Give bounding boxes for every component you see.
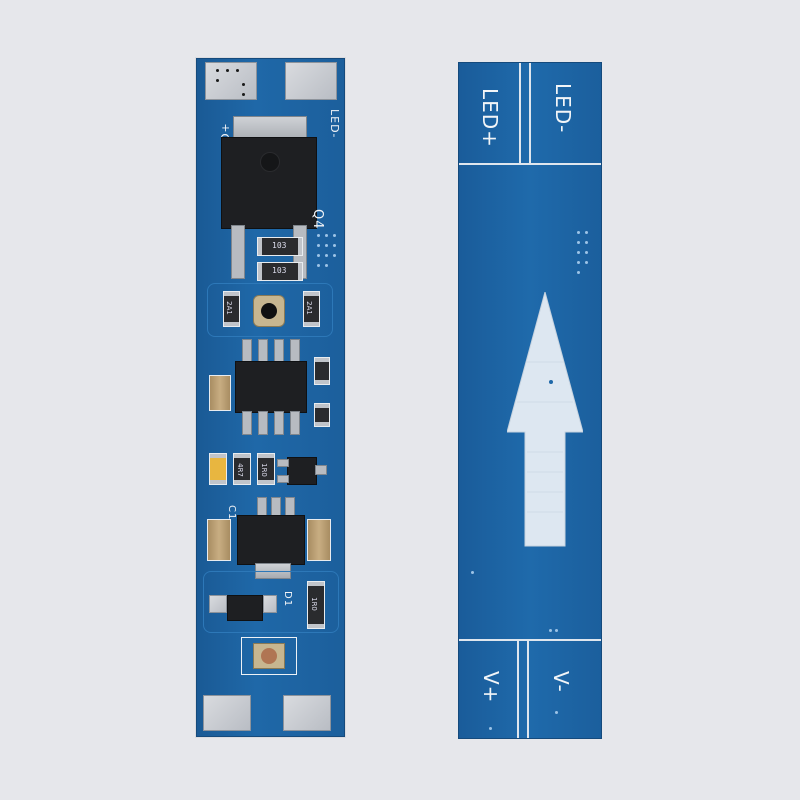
divider-line <box>527 639 529 738</box>
mosfet-leg <box>231 225 245 279</box>
via <box>325 264 328 267</box>
via <box>585 251 588 254</box>
divider-line <box>459 163 601 165</box>
resistor-code: 2A1 <box>224 301 233 315</box>
via <box>577 231 580 234</box>
resistor-code: 2A1 <box>304 301 313 315</box>
ic-pin <box>290 411 300 435</box>
led-indicator <box>209 453 227 485</box>
ic-pin <box>242 411 252 435</box>
via <box>489 727 492 730</box>
back-led-minus-label: LED- <box>551 83 575 134</box>
via <box>325 254 328 257</box>
via <box>325 234 328 237</box>
via <box>577 251 580 254</box>
resistor-r-mid-right: 2A1 <box>303 291 320 327</box>
via <box>325 244 328 247</box>
transistor-round <box>253 295 285 327</box>
trace <box>203 571 339 633</box>
capacitor-c1-left <box>207 519 231 561</box>
sensor-outline <box>241 637 297 675</box>
via <box>317 244 320 247</box>
sensor-component <box>253 643 285 669</box>
sot-pin <box>277 459 289 467</box>
resistor-code: 1R0 <box>309 597 318 611</box>
sot-pin <box>315 465 327 475</box>
diode-d1 <box>227 595 263 621</box>
via <box>333 244 336 247</box>
ic-pin <box>290 339 300 363</box>
capacitor-left-mid <box>209 375 231 411</box>
via <box>585 241 588 244</box>
back-v-plus-label: V+ <box>479 671 503 704</box>
reg-pin <box>285 497 295 517</box>
via <box>577 241 580 244</box>
led-minus-label: LED- <box>328 109 341 139</box>
divider-line <box>517 639 519 738</box>
ic-pin <box>274 411 284 435</box>
ic-pin <box>258 339 268 363</box>
back-led-plus-label: LED+ <box>478 88 502 148</box>
q4-label: Q4 <box>310 209 325 230</box>
resistor-r-top-1: 103 <box>257 237 303 256</box>
trace <box>207 283 333 337</box>
resistor-r-low-2: 1R0 <box>257 453 275 485</box>
resistor-code: 103 <box>272 241 287 250</box>
diode-pad-left <box>209 595 227 613</box>
ic-pin <box>274 339 284 363</box>
via <box>471 571 474 574</box>
v-plus-pad <box>203 695 251 731</box>
sot23-transistor <box>287 457 317 485</box>
via <box>333 254 336 257</box>
ic-pin <box>242 339 252 363</box>
arrow-up-icon <box>507 292 583 547</box>
resistor-r-bottom: 1R0 <box>307 581 325 629</box>
ic-pin <box>258 411 268 435</box>
reg-pin <box>271 497 281 517</box>
via <box>555 711 558 714</box>
resistor-code: 103 <box>272 266 287 275</box>
via <box>333 234 336 237</box>
capacitor-right <box>307 519 331 561</box>
back-v-minus-label: V- <box>549 671 573 693</box>
reg-pin <box>257 497 267 517</box>
d1-label: D1 <box>282 591 293 608</box>
via <box>549 629 552 632</box>
resistor-r-mid-left: 2A1 <box>223 291 240 327</box>
pcb-front-board: LED+ LED- Q4 103 103 2A1 <box>196 58 345 737</box>
resistor-r-top-2: 103 <box>257 262 303 281</box>
divider-line <box>459 639 601 641</box>
via <box>317 264 320 267</box>
via <box>317 254 320 257</box>
via <box>317 234 320 237</box>
via <box>555 629 558 632</box>
resistor-r-low-1: 4R7 <box>233 453 251 485</box>
via <box>577 261 580 264</box>
resistor-right-a <box>314 357 330 385</box>
led-minus-pad <box>285 62 337 100</box>
divider-line <box>519 63 521 163</box>
resistor-code: 4R7 <box>235 463 244 477</box>
resistor-code: 1R0 <box>259 463 268 477</box>
sot-pin <box>277 475 289 483</box>
divider-line <box>529 63 531 163</box>
via <box>577 271 580 274</box>
resistor-right-b <box>314 403 330 427</box>
regulator-sot223 <box>237 515 305 565</box>
via <box>585 261 588 264</box>
via <box>585 231 588 234</box>
v-minus-pad <box>283 695 331 731</box>
led-plus-pad <box>205 62 257 100</box>
mosfet-q4 <box>221 137 317 229</box>
diode-pad-right <box>263 595 277 613</box>
ic-soic8 <box>235 361 307 413</box>
